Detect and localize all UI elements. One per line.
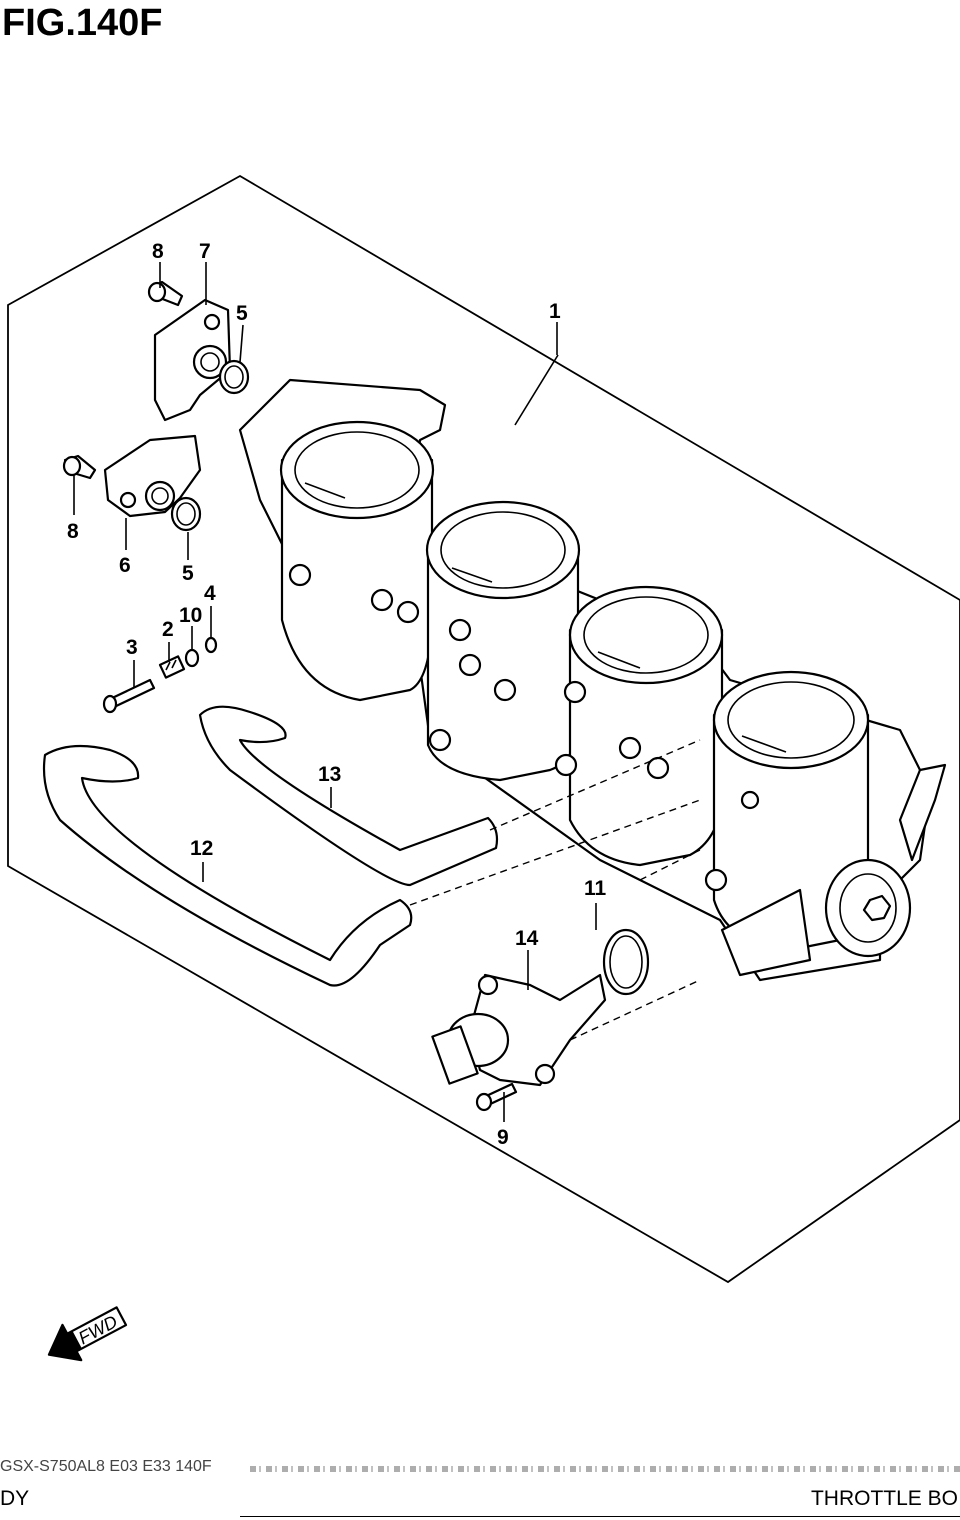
callout-8-top: 8 [152, 240, 164, 263]
throttle-pulley [824, 763, 947, 958]
callout-3: 3 [126, 636, 138, 659]
assembly-box [7, 174, 960, 1284]
bore-3 [568, 585, 724, 867]
callout-14: 14 [515, 927, 539, 950]
callout-12: 12 [190, 837, 213, 860]
callout-5-bottom: 5 [182, 562, 194, 585]
footer-left-label: DY [0, 1487, 30, 1510]
part-6-sensor [103, 434, 202, 518]
bore-1 [279, 420, 435, 702]
callout-4: 4 [204, 582, 216, 605]
part-13-hose [198, 705, 499, 887]
part-14-isc-valve [431, 849, 701, 1087]
figure-title: FIG.140F [2, 2, 163, 44]
callout-9: 9 [497, 1126, 509, 1149]
part-7-sensor [153, 298, 232, 422]
part-11-o-ring [602, 928, 650, 996]
part-8-bolt-top [147, 280, 184, 307]
callout-7: 7 [199, 240, 211, 263]
callout-5-top: 5 [236, 302, 248, 325]
footer-noise [250, 1466, 960, 1472]
part-4-o-ring [204, 636, 218, 654]
throttle-body-assembly [238, 378, 947, 982]
part-8-bolt-left [62, 454, 97, 480]
part-10-washer [184, 648, 200, 668]
footer-code: GSX-S750AL8 E03 E33 140F [0, 1458, 212, 1475]
part-12-hose [42, 744, 413, 987]
part-3-screw [102, 678, 156, 714]
footer-divider [240, 1516, 960, 1517]
callout-6: 6 [119, 554, 131, 577]
callout-11: 11 [584, 877, 607, 900]
callout-1: 1 [549, 300, 561, 323]
callout-2: 2 [162, 618, 174, 641]
callout-8-left: 8 [67, 520, 79, 543]
part-9-screw [475, 1082, 518, 1112]
callout-13: 13 [318, 763, 341, 786]
part-2-spring [158, 655, 186, 679]
footer-right-label: THROTTLE BO [810, 1487, 958, 1510]
fwd-arrow-icon: FWD [47, 1306, 128, 1362]
bore-2 [425, 500, 581, 782]
callout-10: 10 [179, 604, 202, 627]
